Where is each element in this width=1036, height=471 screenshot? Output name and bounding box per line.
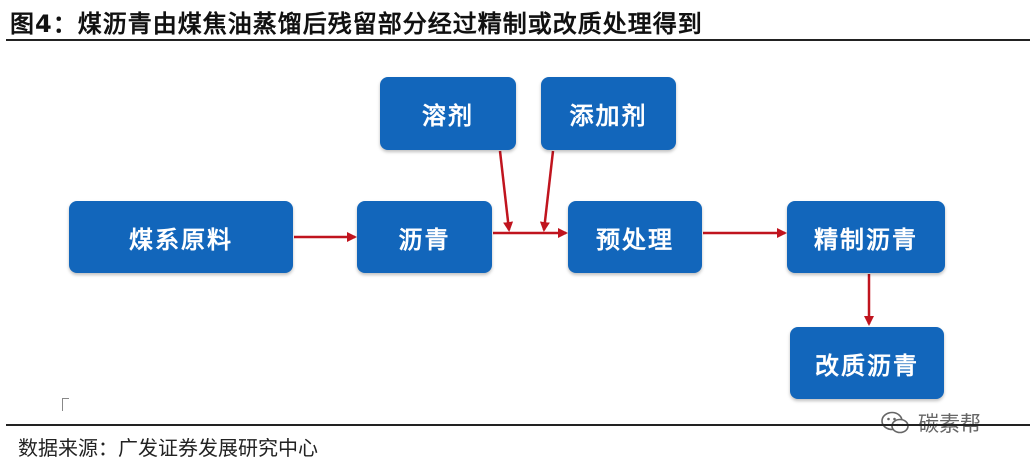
node-coal-feedstock: 煤系原料 bbox=[69, 201, 293, 273]
top-rule bbox=[6, 39, 1030, 41]
watermark-text: 碳素帮 bbox=[918, 412, 981, 436]
bottom-rule bbox=[6, 424, 1030, 426]
node-refined-pitch: 精制沥青 bbox=[787, 201, 945, 273]
node-pitch: 沥青 bbox=[357, 201, 492, 273]
arrow-additive-to-pretreatment bbox=[539, 150, 555, 232]
figure-title: 图4：煤沥青由煤焦油蒸馏后残留部分经过精制或改质处理得到 bbox=[10, 10, 703, 38]
node-pretreatment: 预处理 bbox=[568, 201, 702, 273]
watermark: 碳素帮 bbox=[880, 408, 981, 438]
node-solvent: 溶剂 bbox=[380, 77, 516, 150]
crop-mark bbox=[62, 398, 69, 411]
node-additive: 添加剂 bbox=[541, 77, 676, 150]
wechat-icon bbox=[881, 411, 909, 434]
source-note: 数据来源：广发证券发展研究中心 bbox=[18, 436, 318, 460]
node-modified-pitch: 改质沥青 bbox=[790, 327, 944, 399]
arrow-solvent-to-pretreatment bbox=[498, 150, 514, 232]
